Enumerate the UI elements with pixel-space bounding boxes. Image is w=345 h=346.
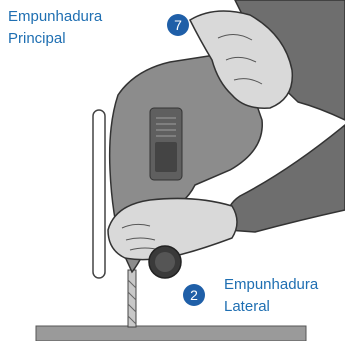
side-handle-label: Empunhadura Lateral <box>224 274 318 318</box>
side-handle-label-line2: Lateral <box>224 296 318 318</box>
main-handle-label-line1: Empunhadura <box>8 6 102 28</box>
main-handle-number-badge: 7 <box>167 14 189 36</box>
side-handle-number-badge: 2 <box>183 284 205 306</box>
main-handle-label-line2: Principal <box>8 28 102 50</box>
work-surface <box>36 326 306 341</box>
main-handle-label: Empunhadura Principal <box>8 6 102 50</box>
side-handle-label-line1: Empunhadura <box>224 274 318 296</box>
depth-gauge-rod <box>93 110 105 278</box>
